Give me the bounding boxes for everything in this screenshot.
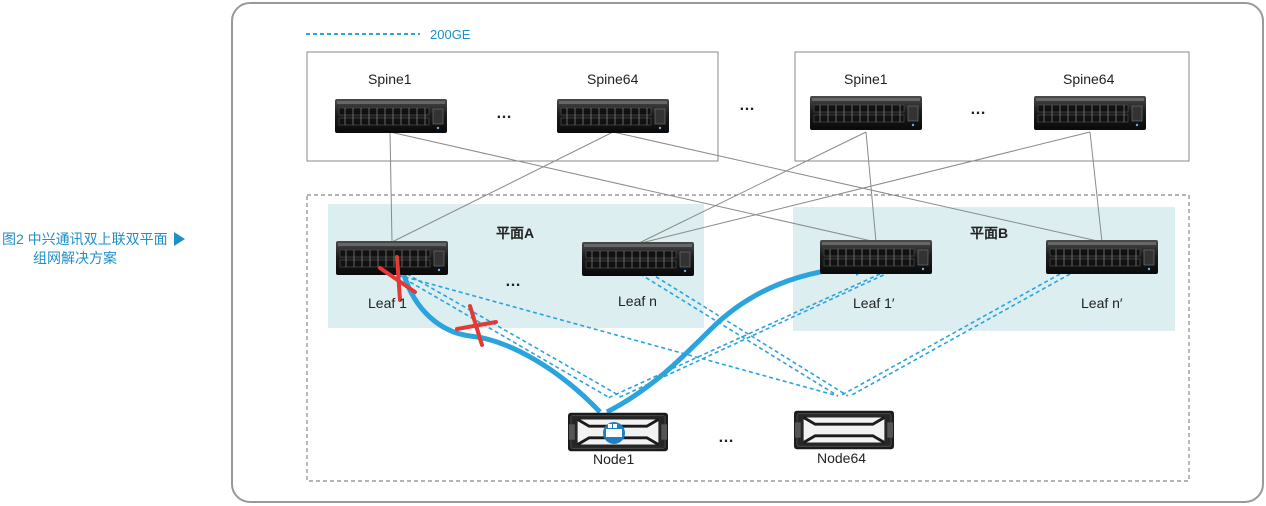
leafn-switch <box>582 242 694 276</box>
plane-b-label: 平面B <box>970 225 1008 241</box>
container-icon <box>603 422 625 444</box>
leafn-label: Leaf n <box>618 293 657 309</box>
leaf1-prime-label: Leaf 1′ <box>853 295 895 311</box>
leaf-region <box>306 194 1190 482</box>
spine-left-ellipsis: … <box>496 105 512 122</box>
plane-a-label: 平面A <box>496 225 534 241</box>
leafn-prime-switch <box>1046 240 1158 274</box>
diagram-frame <box>231 2 1264 503</box>
spine1-left-label: Spine1 <box>368 71 412 87</box>
spine-leaf-links <box>389 131 1103 245</box>
spine64-right-label: Spine64 <box>1063 71 1115 87</box>
spine1-right-switch <box>810 96 922 130</box>
caption-line-1: 图2 中兴通讯双上联双平面 <box>2 231 168 247</box>
legend-label: 200GE <box>430 27 471 42</box>
leaf-ellipsis: … <box>505 273 521 290</box>
spine64-left-label: Spine64 <box>587 71 639 87</box>
node64-label: Node64 <box>817 450 866 466</box>
node1-label: Node1 <box>593 451 634 467</box>
leaf1-prime-switch <box>820 240 932 274</box>
caption-line-2: 组网解决方案 <box>33 250 117 266</box>
node-ellipsis: … <box>718 429 734 446</box>
spine1-left-switch <box>335 99 447 133</box>
spine64-left-switch <box>557 99 669 133</box>
redirected-traffic-flow <box>605 263 867 415</box>
leaf-node-links <box>397 271 1071 399</box>
caption-arrow-icon <box>173 232 185 246</box>
leaf1-label: Leaf 1 <box>368 295 407 311</box>
spine-right-ellipsis: … <box>970 101 986 118</box>
spine64-right-switch <box>1034 96 1146 130</box>
figure-caption: 图2 中兴通讯双上联双平面 组网解决方案 <box>2 230 228 268</box>
spine1-right-label: Spine1 <box>844 71 888 87</box>
leafn-prime-label: Leaf n′ <box>1081 295 1123 311</box>
fault-mark-leaf-icon <box>378 255 417 302</box>
fault-mark-link-icon <box>455 304 498 347</box>
node64-server <box>794 410 894 450</box>
leaf1-switch <box>336 241 448 275</box>
spine-group-ellipsis: … <box>739 97 755 114</box>
failed-traffic-flow <box>401 274 602 414</box>
